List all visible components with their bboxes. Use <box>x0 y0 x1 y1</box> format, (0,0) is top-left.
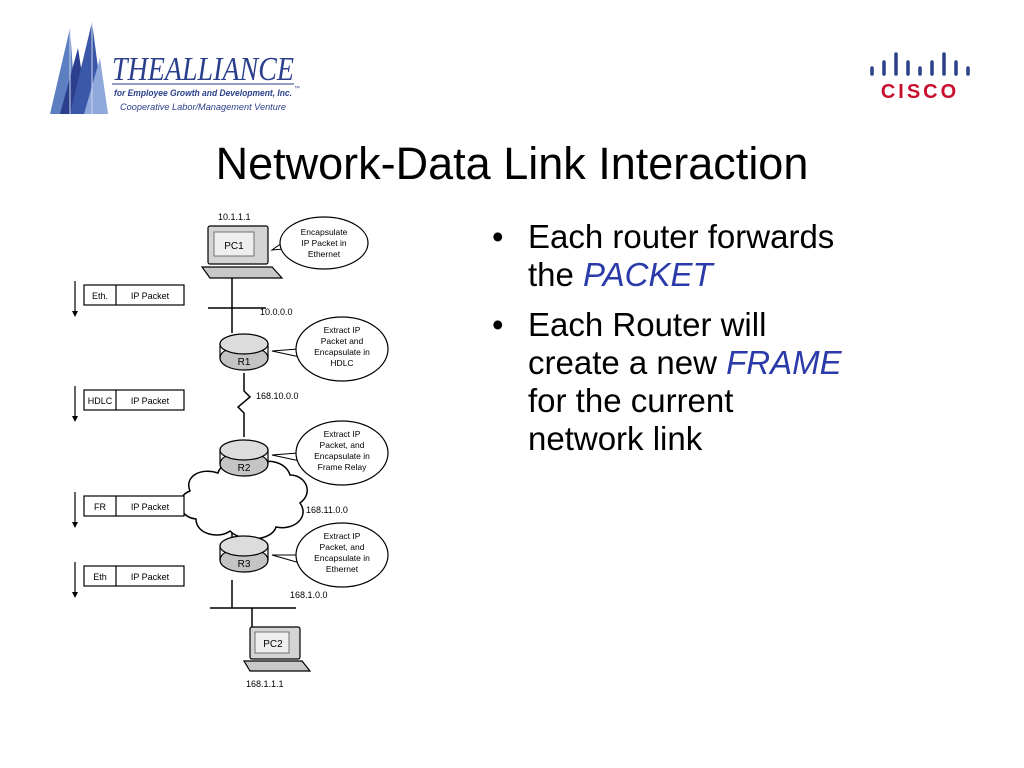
bubble-4-line-3: Encapsulate in <box>314 553 370 563</box>
alliance-logo: THEALLIANCE for Employee Growth and Deve… <box>50 22 300 114</box>
network-label-4: 168.1.0.0 <box>290 590 328 600</box>
frame-2-payload: IP Packet <box>131 396 170 406</box>
frame-1-payload: IP Packet <box>131 291 170 301</box>
pc2-computer-icon: PC2 <box>242 626 312 672</box>
bullet-2-emphasis: FRAME <box>726 344 842 381</box>
network-label-2: 168.10.0.0 <box>256 391 299 401</box>
frame-3-header: FR <box>94 502 106 512</box>
bubble-4-line-1: Extract IP <box>324 531 361 541</box>
bullet-2-line-3: for the current <box>528 382 734 419</box>
router-r2-icon: R2 <box>219 439 269 477</box>
bullet-1-emphasis: PACKET <box>583 256 713 293</box>
router-r1-icon: R1 <box>219 333 269 371</box>
bubble-1-line-2: IP Packet in <box>301 238 346 248</box>
pc2-label: PC2 <box>263 639 283 650</box>
bullet-item-1: • Each router forwards the PACKET <box>488 218 928 294</box>
bubble-2-line-3: Encapsulate in <box>314 347 370 357</box>
bubble-4-line-4: Ethernet <box>326 564 359 574</box>
frame-4-header: Eth <box>93 572 107 582</box>
bullet-list: • Each router forwards the PACKET • Each… <box>488 218 928 470</box>
pc1-label: PC1 <box>224 241 244 252</box>
pc1-computer-icon: PC1 <box>200 225 284 279</box>
network-label-3: 168.11.0.0 <box>306 505 348 515</box>
slide-title: Network-Data Link Interaction <box>215 138 809 189</box>
bullet-2-line-4: network link <box>528 420 703 457</box>
bubble-1-line-3: Ethernet <box>308 249 341 259</box>
alliance-tagline-1: for Employee Growth and Development, Inc… <box>114 88 292 98</box>
bubble-3: Extract IP Packet, and Encapsulate in Fr… <box>271 420 389 486</box>
frame-box-4: Eth IP Packet <box>72 562 185 598</box>
alliance-trademark: ™ <box>294 85 300 92</box>
tower-graphic <box>50 22 108 114</box>
bubble-2: Extract IP Packet and Encapsulate in HDL… <box>271 316 389 382</box>
bullet-2-line-2: create a new <box>528 344 727 381</box>
frame-2-header: HDLC <box>88 396 113 406</box>
router-r3-label: R3 <box>238 559 251 570</box>
bullet-1-line-1: Each router forwards <box>528 218 835 255</box>
bullet-dot-icon: • <box>492 218 504 255</box>
router-r3-icon: R3 <box>219 535 269 573</box>
frame-box-1: Eth. IP Packet <box>72 281 185 317</box>
alliance-tagline-2: Cooperative Labor/Management Venture <box>120 102 286 112</box>
bubble-4-line-2: Packet, and <box>320 542 365 552</box>
bubble-2-line-2: Packet and <box>321 336 364 346</box>
frame-4-payload: IP Packet <box>131 572 170 582</box>
bubble-2-line-4: HDLC <box>330 358 353 368</box>
bubble-3-line-1: Extract IP <box>324 429 361 439</box>
router-r2-label: R2 <box>238 463 251 474</box>
cisco-bars-icon <box>870 52 970 76</box>
frame-1-header: Eth. <box>92 291 108 301</box>
network-label-1: 10.0.0.0 <box>260 307 293 317</box>
bullet-dot-icon: • <box>492 306 504 343</box>
alliance-brand-text: THEALLIANCE <box>112 51 294 88</box>
frame-box-2: HDLC IP Packet <box>72 386 185 422</box>
cisco-wordmark: CISCO <box>881 81 959 103</box>
bubble-4: Extract IP Packet, and Encapsulate in Et… <box>271 522 389 588</box>
cisco-logo: CISCO <box>870 52 970 103</box>
pc2-ip: 168.1.1.1 <box>246 679 284 689</box>
bubble-1-line-1: Encapsulate <box>301 227 348 237</box>
bullet-1-line-2: the <box>528 256 584 293</box>
pc1-ip: 10.1.1.1 <box>218 212 251 222</box>
bubble-2-line-1: Extract IP <box>324 325 361 335</box>
bullet-2-line-1: Each Router will <box>528 306 767 343</box>
bubble-3-line-3: Encapsulate in <box>314 451 370 461</box>
frame-3-payload: IP Packet <box>131 502 170 512</box>
bubble-3-line-2: Packet, and <box>320 440 365 450</box>
router-r1-label: R1 <box>238 357 251 368</box>
bubble-3-line-4: Frame Relay <box>318 462 367 472</box>
bubble-1: Encapsulate IP Packet in Ethernet <box>270 216 369 270</box>
network-diagram: PC1 10.1.1.1 PC2 168.1.1.1 R1 R2 R3 10.0… <box>72 212 389 689</box>
frame-box-3: FR IP Packet <box>72 492 185 528</box>
bullet-item-2: • Each Router will create a new FRAME fo… <box>488 306 928 458</box>
